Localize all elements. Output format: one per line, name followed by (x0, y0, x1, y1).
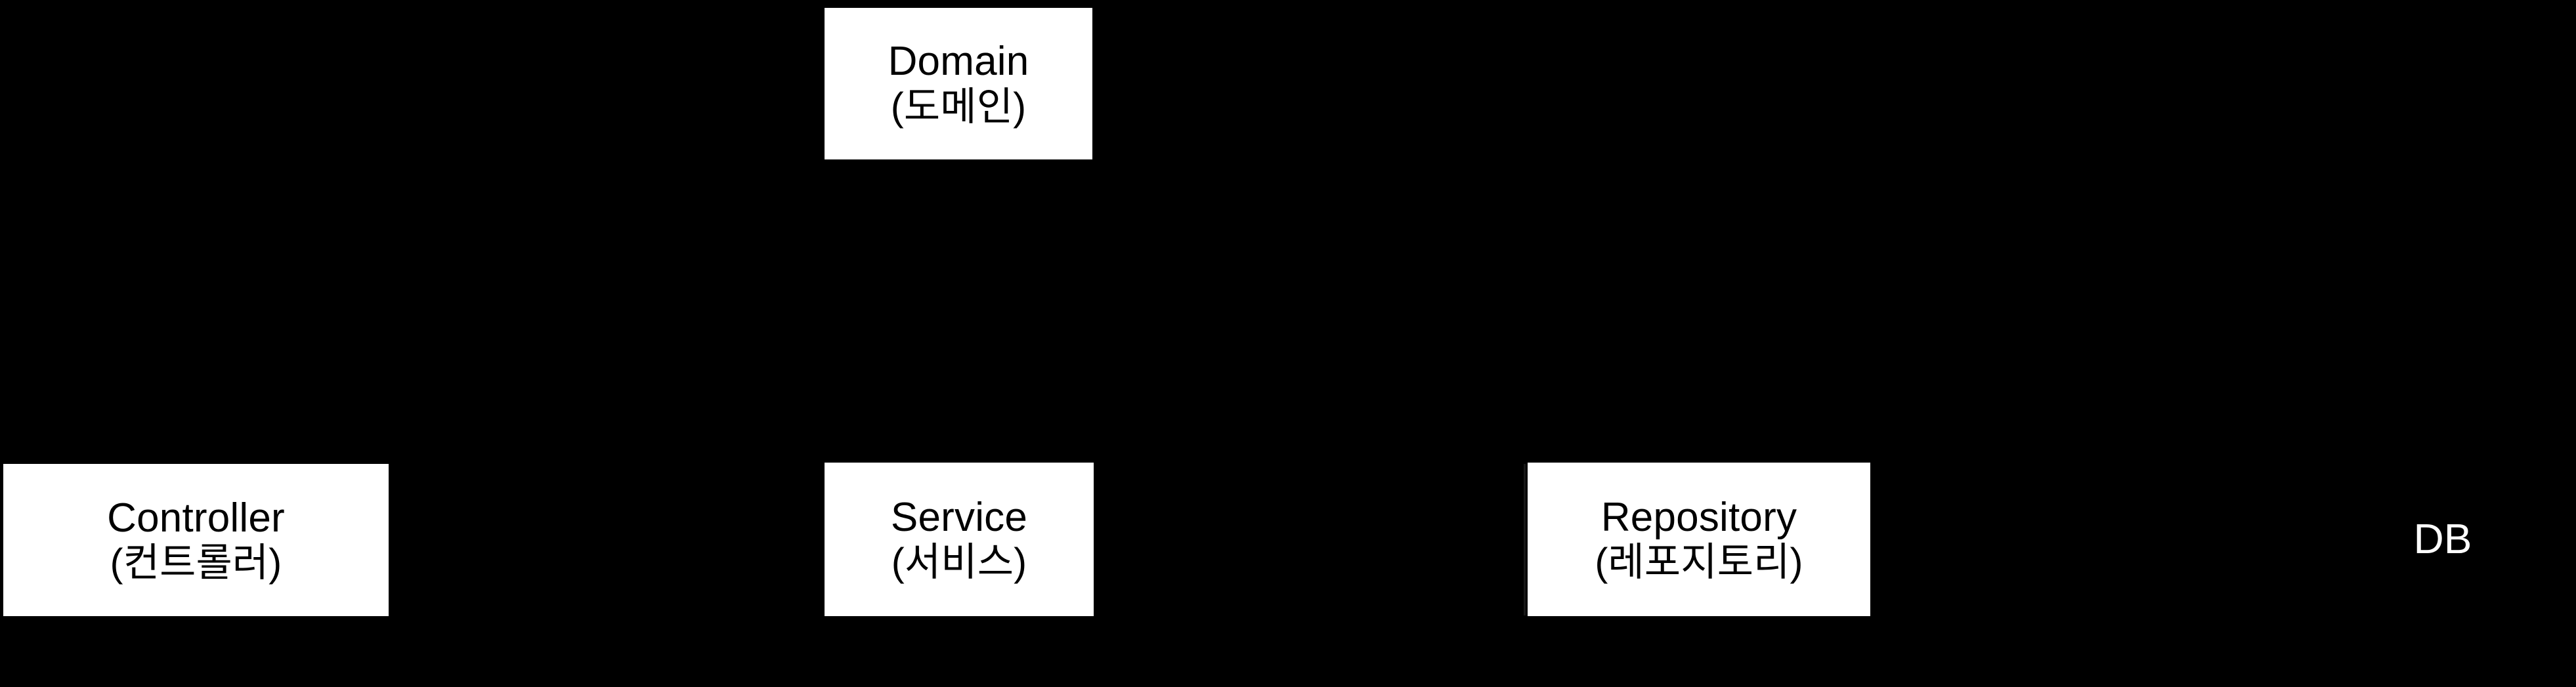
connector-controller-to-service (389, 539, 825, 541)
node-repository[interactable]: Repository (레포지토리) (1528, 463, 1870, 616)
node-domain-title: Domain (888, 39, 1029, 85)
node-service[interactable]: Service (서비스) (825, 463, 1094, 616)
connector-domain-to-service (958, 159, 960, 463)
connector-service-to-repository (1524, 464, 1526, 615)
node-domain[interactable]: Domain (도메인) (825, 8, 1092, 159)
node-controller[interactable]: Controller (컨트롤러) (3, 464, 389, 616)
node-service-subtitle: (서비스) (891, 540, 1027, 585)
connector-repository-to-db (1870, 539, 2395, 541)
node-service-title: Service (890, 494, 1028, 540)
node-controller-title: Controller (107, 495, 285, 541)
node-repository-title: Repository (1600, 494, 1797, 540)
node-controller-subtitle: (컨트롤러) (110, 541, 282, 585)
node-domain-subtitle: (도메인) (890, 84, 1027, 129)
node-db-label: DB (2413, 514, 2472, 562)
node-repository-subtitle: (레포지토리) (1595, 540, 1803, 585)
